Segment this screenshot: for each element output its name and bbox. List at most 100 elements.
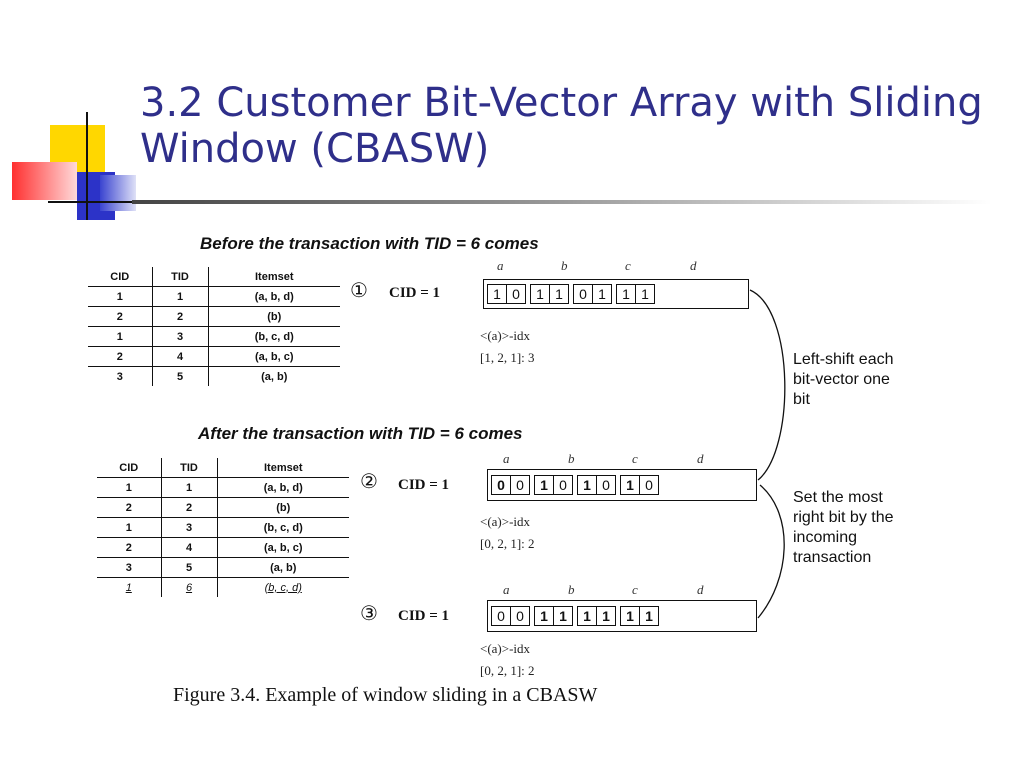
- bit-cell: 1: [596, 607, 615, 625]
- figure-caption: Figure 3.4. Example of window sliding in…: [173, 684, 598, 706]
- itemset-cell: (a, b, d): [208, 286, 340, 307]
- column-header-cid: CID: [97, 458, 161, 478]
- state-1-letter-c: c: [625, 258, 631, 273]
- bit-cell: 0: [510, 476, 529, 494]
- after-heading: After the transaction with TID = 6 comes: [198, 424, 523, 443]
- state-3-letter-d: d: [697, 582, 704, 597]
- bit-cell: 1: [639, 607, 658, 625]
- left-shift-note-line-2: bit-vector one: [793, 371, 890, 388]
- state-1-index-label: <(a)>-idx: [480, 328, 531, 343]
- title-underline: [132, 200, 992, 204]
- slide-title: 3.2 Customer Bit-Vector Array with Slidi…: [140, 80, 1010, 172]
- bit-cell: 1: [626, 608, 634, 624]
- set-bit-note: Set the most right bit by the incoming t…: [793, 488, 894, 568]
- tid-cell: 5: [151, 366, 209, 386]
- bit-cell: 0: [506, 285, 525, 303]
- itemset-cell: (a, b, c): [208, 346, 340, 367]
- cid-cell: 2: [88, 346, 152, 367]
- tid-cell: 5: [160, 557, 218, 578]
- bit-cell: 1: [540, 608, 548, 624]
- column-header-tid: TID: [151, 267, 209, 287]
- tid-cell: 3: [160, 517, 218, 538]
- column-header-itemset: Itemset: [217, 458, 349, 478]
- decor-blue-gradient: [100, 175, 136, 211]
- set-bit-note-line-2: right bit by the: [793, 509, 894, 526]
- bit-cell: 1: [493, 286, 501, 302]
- cid-cell: 1: [97, 477, 161, 498]
- column-header-cid: CID: [88, 267, 152, 287]
- cid-cell: 1: [125, 581, 132, 594]
- cid-cell: 3: [116, 370, 123, 383]
- bit-cell: 1: [592, 285, 611, 303]
- tid-cell: 4: [151, 346, 209, 367]
- state-2-letter-c: c: [632, 451, 638, 466]
- table-row: 1 6 (b, c, d): [97, 577, 349, 597]
- before-heading: Before the transaction with TID = 6 come…: [200, 234, 539, 253]
- bit-cell: 1: [583, 608, 591, 624]
- bit-cell: 1: [626, 477, 634, 493]
- itemset-cell: (b, c, d): [264, 581, 302, 594]
- bit-cell: 0: [553, 476, 572, 494]
- cid-cell: 2: [88, 306, 152, 327]
- itemset-cell: (a, b): [261, 370, 288, 383]
- decor-vertical-line: [86, 112, 88, 220]
- state-1-index: <(a)>-idx [1, 2, 1]: 3: [480, 325, 535, 369]
- state-3-marker: ③: [360, 601, 378, 625]
- tid-cell: 3: [151, 326, 209, 347]
- bit-cell: 1: [540, 477, 548, 493]
- state-2-letter-b: b: [568, 451, 575, 466]
- tid-cell: 2: [160, 497, 218, 518]
- slide-title-line-1: 3.2 Customer Bit-Vector Array with Slidi…: [140, 80, 983, 126]
- set-bit-note-line-4: transaction: [793, 549, 872, 566]
- state-1-letter-a: a: [497, 258, 504, 273]
- bit-cell: 1: [549, 285, 568, 303]
- cid-cell: 1: [88, 286, 152, 307]
- state-3-letter-c: c: [632, 582, 638, 597]
- cid-cell: 2: [97, 537, 161, 558]
- state-3-letter-b: b: [568, 582, 575, 597]
- bit-cell: 1: [553, 607, 572, 625]
- itemset-cell: (a, b, d): [217, 477, 349, 498]
- itemset-cell: (b, c, d): [217, 517, 349, 538]
- left-shift-note-line-1: Left-shift each: [793, 351, 894, 368]
- bit-cell: 0: [639, 476, 658, 494]
- state-1-letter-b: b: [561, 258, 568, 273]
- tid-cell: 6: [160, 577, 218, 597]
- shift-connector: [749, 289, 786, 481]
- state-2-letter-a: a: [503, 451, 510, 466]
- decor-horizontal-line: [48, 201, 134, 203]
- left-shift-note-line-3: bit: [793, 391, 810, 408]
- left-shift-note: Left-shift each bit-vector one bit: [793, 350, 894, 410]
- transition-arrows: [749, 289, 786, 619]
- itemset-cell: (a, b, c): [217, 537, 349, 558]
- state-3-index-label: <(a)>-idx: [480, 641, 531, 656]
- bit-cell: 1: [536, 286, 544, 302]
- state-2-letter-d: d: [697, 451, 704, 466]
- state-2-index-value: [0, 2, 1]: 2: [480, 536, 535, 551]
- table-row: 3 5 (a, b): [88, 366, 340, 386]
- set-bit-note-line-3: incoming: [793, 529, 858, 546]
- state-1-marker: ①: [350, 278, 368, 302]
- state-1-index-value: [1, 2, 1]: 3: [480, 350, 535, 365]
- cid-cell: 3: [97, 557, 161, 578]
